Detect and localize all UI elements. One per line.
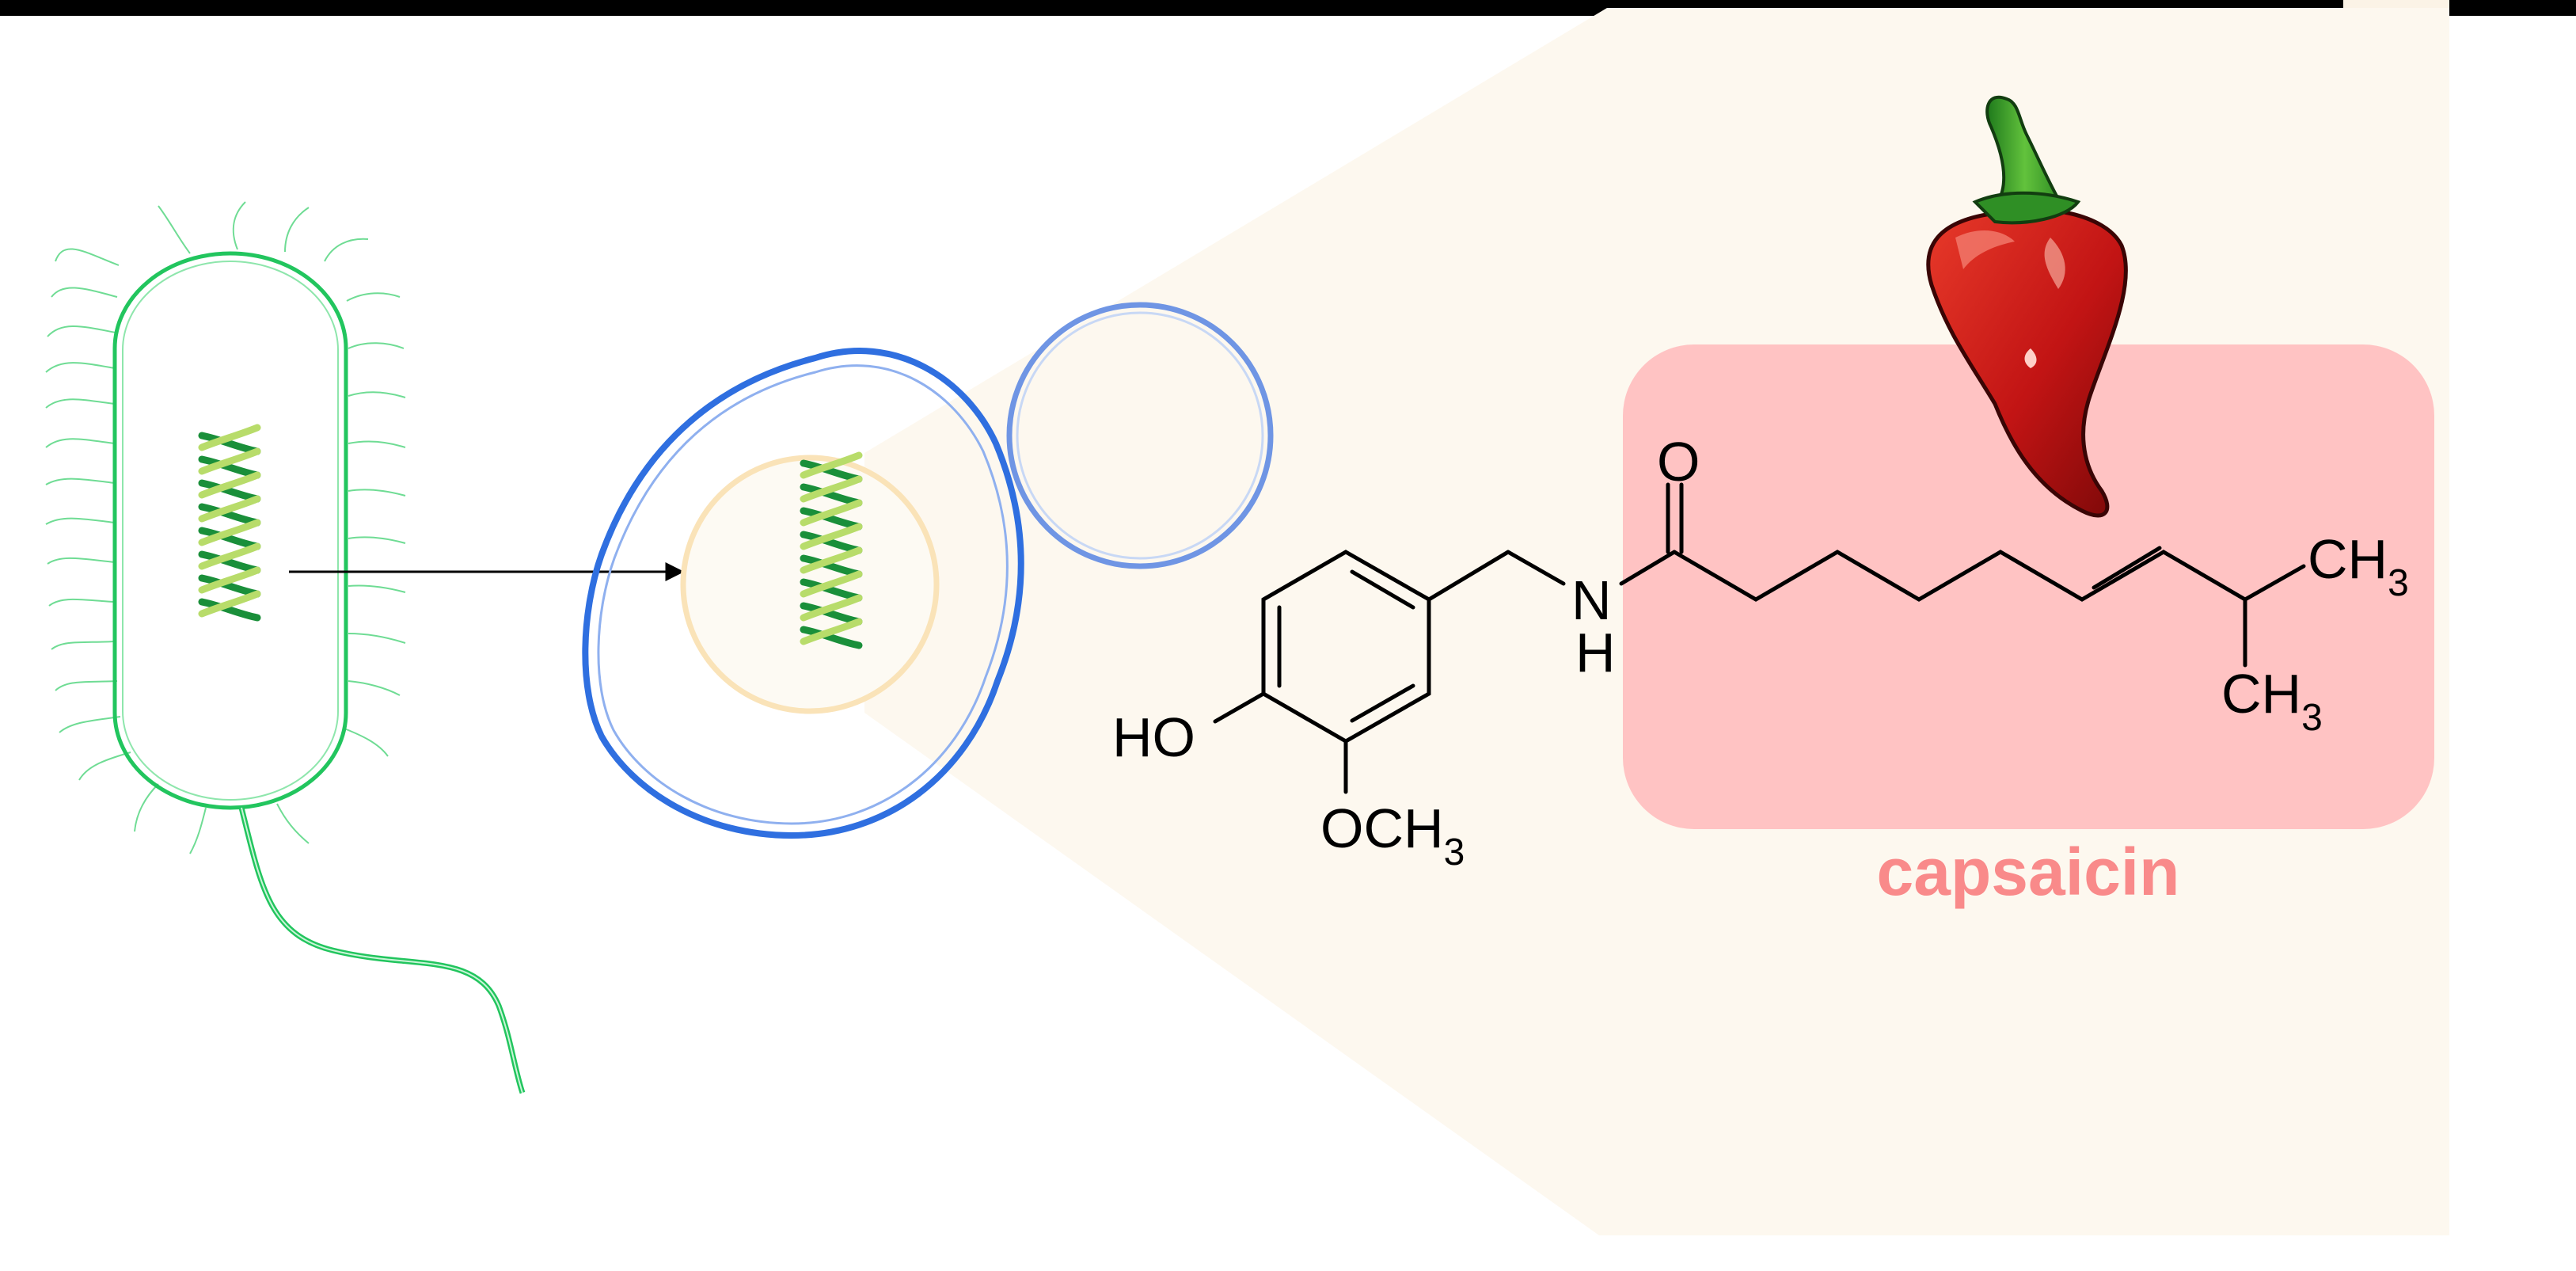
chili-pepper-icon (1926, 95, 2128, 518)
flagellum (238, 807, 526, 1094)
capsaicin-highlight-box (1623, 344, 2434, 829)
dna-helix-icon (800, 451, 863, 649)
atom-N: N (1571, 569, 1612, 631)
methoxy-label: OCH3 (1320, 797, 1465, 873)
methyl-label-lower: CH3 (2221, 663, 2323, 739)
dna-helix-icon (198, 424, 261, 622)
atom-H: H (1575, 622, 1616, 683)
bacterium-icon (45, 201, 526, 1094)
bacterium-membrane-inner (122, 261, 339, 801)
capsaicin-structure (1213, 482, 2306, 794)
hydroxyl-label: HO (1112, 706, 1195, 768)
vesicle-icon (1006, 302, 1274, 569)
capsaicin-caption: capsaicin (1877, 835, 2180, 909)
bacterium-membrane-outer (112, 251, 348, 810)
atom-O-carbonyl: O (1657, 431, 1700, 493)
cell-icon (582, 348, 1024, 839)
pili (45, 201, 406, 854)
methyl-label-upper: CH3 (2308, 528, 2409, 604)
